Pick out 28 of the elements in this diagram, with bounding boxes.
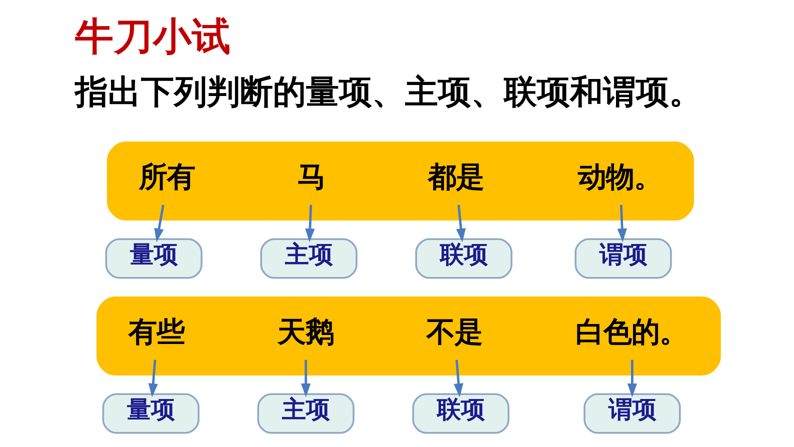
node-box: 主项 <box>260 238 357 279</box>
arrow <box>616 204 626 242</box>
node-text: 都是 <box>428 160 484 194</box>
arrow <box>148 360 158 398</box>
node-text: 天鹅 <box>277 316 334 349</box>
node-box: 量项 <box>104 238 202 279</box>
arrow <box>154 204 164 242</box>
arrow <box>626 360 637 398</box>
cluster <box>96 296 720 376</box>
node-box: 主项 <box>256 393 354 434</box>
arrow <box>453 360 463 398</box>
label: 指出下列判断的量项、主项、联项和谓项。 <box>74 72 702 111</box>
node-text: 所有 <box>138 160 194 194</box>
node-text: 不是 <box>426 316 482 349</box>
node-box: 谓项 <box>583 393 680 434</box>
arrow <box>456 204 466 242</box>
node-box: 联项 <box>412 393 509 434</box>
node-text: 动物。 <box>577 160 662 194</box>
node-box: 量项 <box>102 393 199 434</box>
node-text: 有些 <box>128 316 184 349</box>
diagram-title: 牛刀小试 <box>74 14 230 60</box>
node-box: 谓项 <box>574 238 672 279</box>
arrow <box>304 204 314 242</box>
arrow <box>300 360 310 398</box>
node-box: 联项 <box>414 238 512 279</box>
node-text: 马 <box>297 160 326 194</box>
cluster <box>106 142 694 221</box>
node-text: 白色的。 <box>575 316 688 349</box>
